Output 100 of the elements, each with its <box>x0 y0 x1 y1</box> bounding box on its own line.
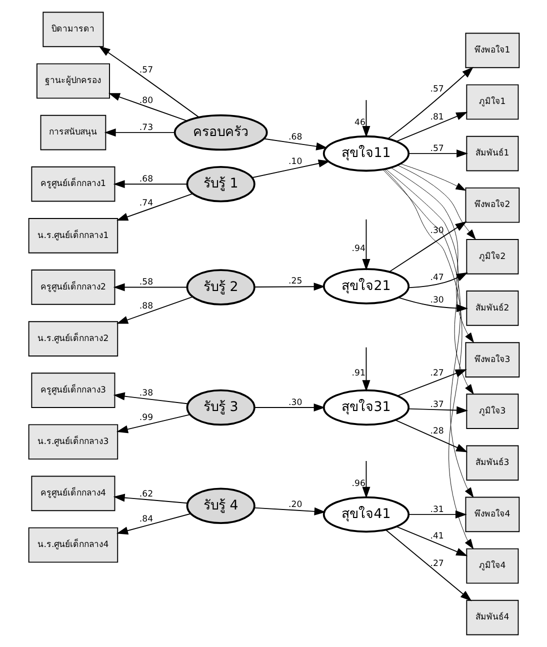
arrow <box>362 218 370 270</box>
arrow <box>408 150 468 158</box>
edge-label: .80 <box>138 96 153 106</box>
arrow <box>253 404 325 412</box>
edge-label: .25 <box>288 276 302 287</box>
node-box: พึงพอใจ4 <box>464 496 520 532</box>
node-box: ครูศูนย์เด็กกลาง3 <box>30 372 115 408</box>
node-box: ครูศูนย์เด็กกลาง4 <box>30 476 115 512</box>
node-box: สัมพันธ์1 <box>466 136 518 172</box>
edge-label: .88 <box>138 301 153 312</box>
arrow <box>112 283 187 292</box>
arrow <box>263 138 328 150</box>
edge-label: .31 <box>430 504 444 515</box>
edge-label: .99 <box>138 413 153 424</box>
arrow <box>396 369 466 396</box>
node-box: บิดามารดา <box>42 12 104 48</box>
edge-label: .81 <box>430 112 444 122</box>
arrow <box>387 66 473 140</box>
edge-label: .38 <box>138 388 153 398</box>
edge-label: .74 <box>138 198 153 208</box>
edge-label: .47 <box>430 272 444 283</box>
arrow <box>394 420 468 452</box>
node-box: สัมพันธ์3 <box>466 445 518 481</box>
edge-label: .62 <box>138 490 153 500</box>
arrow <box>408 510 466 518</box>
node-box: ครูศูนย์เด็กกลาง2 <box>30 270 115 305</box>
arrow <box>108 93 187 122</box>
arrow <box>116 513 191 535</box>
node-box: ครูศูนย์เด็กกลาง1 <box>30 166 115 202</box>
node-ellipse: สุขใจ11 <box>322 135 410 172</box>
arrow <box>362 460 370 498</box>
node-ellipse: รับรู้ 2 <box>186 269 255 306</box>
edge-label: .27 <box>430 368 444 378</box>
edge-label: .30 <box>430 296 444 306</box>
arrow <box>408 406 468 414</box>
arrow <box>112 392 188 404</box>
edge-label: .28 <box>430 426 444 436</box>
edge-label: .96 <box>351 478 365 489</box>
node-box: ฐานะผู้ปกครอง <box>36 63 110 99</box>
node-ellipse: สุขใจ21 <box>322 268 410 304</box>
arrow <box>390 168 474 343</box>
edge-label: .68 <box>288 132 302 142</box>
edge-label: .41 <box>430 532 444 542</box>
edge-label: .57 <box>430 144 444 154</box>
node-ellipse: สุขใจ31 <box>322 389 410 426</box>
node-box: ภูมิใจ4 <box>466 548 518 584</box>
node-box: สัมพันธ์4 <box>466 600 518 636</box>
node-ellipse: รับรู้ 3 <box>186 389 255 426</box>
node-box: น.ร.ศูนย์เด็กกลาง3 <box>28 424 118 460</box>
node-box: พึงพอใจ2 <box>464 187 520 223</box>
edge-label: 46 <box>354 118 365 128</box>
arrow <box>362 100 370 138</box>
node-ellipse: ครอบครัว <box>173 114 268 151</box>
node-box: พึงพอใจ3 <box>464 342 520 378</box>
edge-label: .57 <box>138 66 153 76</box>
arrow <box>395 112 468 142</box>
edge-label: .37 <box>430 400 444 410</box>
node-box: พึงพอใจ1 <box>464 32 520 68</box>
arrow <box>112 180 187 188</box>
node-ellipse: รับรู้ 4 <box>186 488 255 524</box>
arrow <box>253 282 325 291</box>
arrow <box>112 494 188 504</box>
arrow <box>398 297 468 312</box>
arrow <box>253 507 326 516</box>
node-box: สัมพันธ์2 <box>466 290 518 326</box>
node-box: ภูมิใจ1 <box>466 84 518 120</box>
edge-label: .68 <box>138 174 153 184</box>
edge-label: .30 <box>430 226 444 236</box>
edge-label: .20 <box>288 500 302 510</box>
arrow <box>384 529 472 602</box>
arrow <box>395 526 468 556</box>
arrow <box>407 272 468 288</box>
edge-label: .91 <box>351 368 365 378</box>
node-box: การสนับสนุน <box>40 114 106 150</box>
node-box: ภูมิใจ2 <box>466 239 518 274</box>
edge-label: .27 <box>430 559 444 570</box>
node-box: น.ร.ศูนย์เด็กกลาง4 <box>28 527 118 563</box>
arrow <box>251 160 330 178</box>
edge-label: .30 <box>288 398 302 408</box>
node-box: น.ร.ศูนย์เด็กกลาง2 <box>28 321 118 356</box>
edge-label: .73 <box>138 122 153 133</box>
node-box: น.ร.ศูนย์เด็กกลาง1 <box>28 218 118 254</box>
arrow <box>396 164 476 240</box>
arrow <box>116 193 193 221</box>
arrow <box>116 414 190 434</box>
edge-label: .10 <box>288 157 302 168</box>
arrow <box>384 168 474 394</box>
node-ellipse: สุขใจ41 <box>322 496 410 533</box>
arrow <box>98 46 199 118</box>
node-box: ภูมิใจ3 <box>466 394 518 429</box>
arrow <box>116 296 193 324</box>
edge-label: .58 <box>138 278 153 288</box>
arrow <box>104 128 175 137</box>
edge-label: .84 <box>138 514 153 524</box>
edge-label: .57 <box>430 84 444 95</box>
arrow <box>362 346 370 392</box>
arrow <box>400 164 466 191</box>
arrow <box>388 221 466 272</box>
node-ellipse: รับรู้ 1 <box>186 166 255 202</box>
edge-label: .94 <box>351 244 365 254</box>
